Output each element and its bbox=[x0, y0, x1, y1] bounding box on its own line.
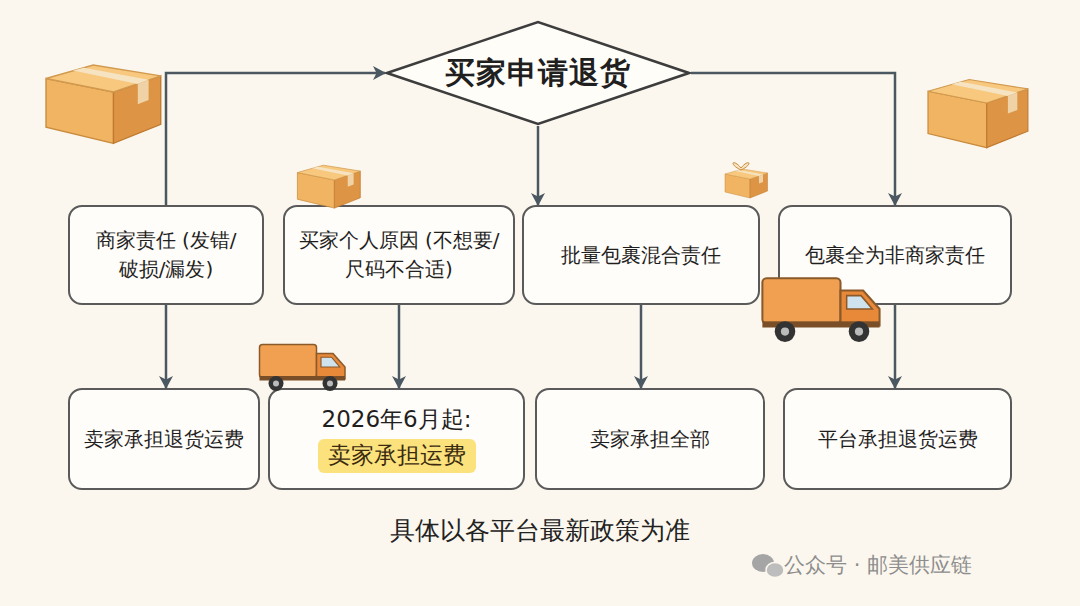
node-text: 卖家承担全部 bbox=[590, 425, 710, 454]
node-content: 商家责任 (发错/破损/漏发) bbox=[70, 207, 262, 303]
condition-box: 批量包裹混合责任 bbox=[522, 205, 760, 305]
result-box: 卖家承担全部 bbox=[535, 388, 765, 490]
flow-arrow bbox=[398, 305, 401, 388]
node-text: 买家个人原因 (不想要/尺码不合适) bbox=[295, 226, 503, 284]
node-text: 商家责任 (发错/破损/漏发) bbox=[80, 226, 252, 284]
node-content: 2026年6月起: 卖家承担运费 bbox=[270, 390, 523, 488]
node-text: 2026年6月起: bbox=[322, 405, 472, 435]
wechat-icon bbox=[752, 554, 784, 578]
node-content: 平台承担退货运费 bbox=[785, 390, 1010, 488]
watermark: 公众号 · 邮美供应链 bbox=[784, 551, 972, 579]
result-box: 卖家承担退货运费 bbox=[68, 388, 260, 490]
delivery-truck bbox=[260, 345, 346, 392]
result-box: 2026年6月起: 卖家承担运费 bbox=[268, 388, 525, 490]
condition-box: 买家个人原因 (不想要/尺码不合适) bbox=[283, 205, 515, 305]
node-content: 卖家承担全部 bbox=[537, 390, 763, 488]
node-content: 包裹全为非商家责任 bbox=[780, 207, 1010, 303]
flow-arrow bbox=[166, 73, 385, 205]
node-text: 平台承担退货运费 bbox=[818, 425, 978, 454]
flow-arrow bbox=[894, 305, 897, 388]
result-box: 平台承担退货运费 bbox=[783, 388, 1012, 490]
node-content: 买家个人原因 (不想要/尺码不合适) bbox=[285, 207, 513, 303]
condition-box: 包裹全为非商家责任 bbox=[778, 205, 1012, 305]
node-content: 批量包裹混合责任 bbox=[524, 207, 758, 303]
cardboard-box bbox=[46, 65, 161, 143]
node-text: 卖家承担退货运费 bbox=[84, 425, 244, 454]
caption: 具体以各平台最新政策为准 bbox=[0, 514, 1080, 547]
diamond-shape bbox=[387, 22, 689, 124]
cardboard-box bbox=[725, 169, 768, 198]
cardboard-box bbox=[297, 165, 360, 208]
node-text: 包裹全为非商家责任 bbox=[805, 241, 985, 270]
node-text: 买家申请退货 bbox=[445, 51, 631, 95]
decision-diamond: 买家申请退货 bbox=[385, 20, 691, 126]
gift-box bbox=[725, 163, 768, 198]
node-text: 批量包裹混合责任 bbox=[561, 241, 721, 270]
node-content: 卖家承担退货运费 bbox=[70, 390, 258, 488]
flow-arrow bbox=[691, 73, 895, 205]
condition-box: 商家责任 (发错/破损/漏发) bbox=[68, 205, 264, 305]
flow-arrow bbox=[640, 305, 643, 388]
flow-arrow bbox=[537, 126, 540, 205]
cardboard-box bbox=[928, 80, 1028, 148]
flow-arrow bbox=[165, 305, 168, 388]
node-text: 卖家承担运费 bbox=[318, 439, 476, 473]
node-content: 买家申请退货 bbox=[385, 20, 691, 126]
